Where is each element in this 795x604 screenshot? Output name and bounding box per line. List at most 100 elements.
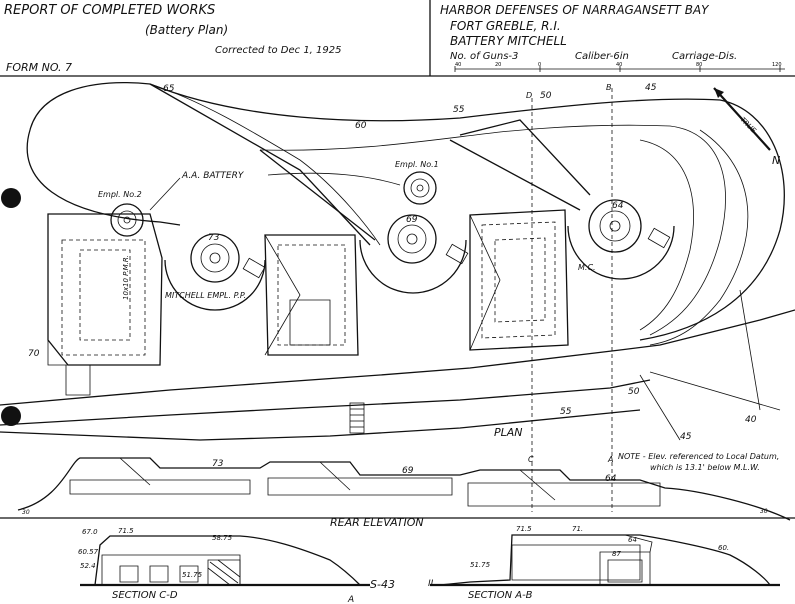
rear-road-outer [0, 309, 795, 406]
section-letter: C [528, 455, 534, 464]
number-of-guns: No. of Guns-3 [450, 51, 518, 62]
leader-line [149, 177, 181, 211]
traverse-ramp [149, 83, 371, 246]
contour-label: 50 [628, 387, 640, 397]
section-ab-pit-inner [607, 559, 643, 583]
aa-battery-label: A.A. BATTERY [181, 171, 245, 181]
contour-east [649, 129, 749, 346]
section-cd-hatch [207, 559, 241, 586]
section-cd-elevation: 71.5 [118, 527, 134, 535]
contour-label: 40 [745, 415, 757, 425]
section-cd-chamber [101, 554, 241, 586]
contour-label: 70 [28, 349, 40, 359]
corrected-date: Corrected to Dec 1, 1925 [215, 45, 342, 56]
magazine-block-west: 10x10 P.M.R. [47, 213, 163, 396]
rear-elevation: 73 69 64 30 30 REAR ELEVATION [17, 457, 791, 529]
rear-elevation-profile [17, 457, 791, 521]
contour-label: 55 [560, 407, 572, 417]
road-edge [639, 374, 681, 441]
section-cd-elevation: 67.0 [82, 528, 98, 536]
elevation-edge-label: 30 [760, 508, 768, 515]
traverse-ramp [449, 139, 581, 211]
gun-elevation-label: 73 [208, 233, 220, 243]
datum-note-line1: NOTE - Elev. referenced to Local Datum, [618, 452, 779, 461]
elevation-edge-label: 30 [22, 509, 30, 516]
plan-type: (Battery Plan) [145, 23, 228, 37]
stair [349, 402, 365, 434]
sheet-number: S-43 [370, 578, 395, 591]
section-ab-elevation: 71. [572, 525, 583, 533]
section-lines: D B C A [526, 83, 613, 464]
plan-title: PLAN [494, 426, 523, 439]
section-cd-elevation: 51.75 [182, 571, 203, 579]
binder-hole [1, 188, 21, 208]
carriage: Carriage-Dis. [672, 51, 737, 62]
section-cd-profile [94, 535, 361, 586]
scale-tick: 40 [455, 62, 461, 68]
section-cd: 67.0 71.5 60.57 52.4 58.75 51.75 SECTION… [78, 527, 370, 601]
section-cd-elevation: 58.75 [212, 534, 233, 542]
site-boundary [26, 82, 181, 226]
section-cd-elevation: 52.4 [80, 562, 96, 570]
fort-name: FORT GREBLE, R.I. [450, 19, 561, 33]
gun-emplacement-69: 69 [359, 214, 469, 294]
elevation-wall [467, 482, 661, 507]
rear-elevation-title: REAR ELEVATION [330, 516, 424, 529]
mitchell-empl-label: MITCHELL EMPL. P.P. [165, 291, 246, 300]
section-cd-elevation: 60.57 [78, 548, 99, 556]
empl-no2-label: Empl. No.2 [98, 190, 142, 199]
mc-label: M.C. [578, 263, 596, 272]
elevation-label: 73 [212, 459, 224, 469]
aa-emplacement-2 [110, 203, 144, 237]
aa-emplacement-1 [403, 171, 437, 205]
elevation-stair [519, 469, 556, 501]
north-arrow: TRUE N [713, 87, 780, 167]
magazine-dimension-label: 10x10 P.M.R. [122, 255, 130, 300]
north-label: N [772, 154, 780, 167]
scale-tick: 80 [696, 62, 702, 68]
datum-note-line2: which is 13.1' below M.L.W. [650, 463, 760, 472]
rear-road-inner [0, 379, 651, 426]
battery-name: BATTERY MITCHELL [450, 34, 567, 48]
contour-label: 65 [163, 84, 175, 94]
empl-no1-label: Empl. No.1 [395, 160, 439, 169]
report-title: REPORT OF COMPLETED WORKS [4, 3, 215, 18]
gun-emplacement-64: 64 [567, 199, 675, 280]
section-cd-room [149, 565, 169, 583]
magazine-block-east: M.C. [469, 209, 596, 351]
elevation-wall [69, 479, 251, 495]
scale-tick: 20 [495, 62, 501, 68]
section-ab-elevation: 71.5 [516, 525, 532, 533]
rear-road-lower [0, 409, 641, 441]
traverse-ramp [259, 149, 376, 241]
section-letter: A [607, 455, 613, 464]
scale-tick: 120 [772, 62, 782, 68]
section-ab-chamber [511, 544, 641, 581]
harbor-title: HARBOR DEFENSES OF NARRAGANSETT BAY [440, 3, 710, 17]
contour-label: 60 [355, 121, 367, 131]
title-block: REPORT OF COMPLETED WORKS (Battery Plan)… [4, 3, 785, 74]
contour-label: 55 [453, 105, 465, 115]
magazine-block-centre [264, 234, 359, 356]
section-letter-bottom: A [347, 595, 354, 604]
contour-inner [639, 139, 694, 331]
section-cd-title: SECTION C-D [112, 590, 178, 601]
elevation-label: 69 [402, 466, 414, 476]
section-ab-elevation: 87 [612, 550, 621, 558]
caliber: Caliber-6in [575, 51, 629, 62]
elevation-label: 64 [605, 474, 617, 484]
contour-65 [149, 83, 381, 246]
sheet-tick: II [428, 579, 434, 589]
binder-hole [1, 406, 21, 426]
elevation-stair [319, 461, 351, 491]
road-edge [739, 289, 761, 411]
parapet-inner [259, 124, 726, 336]
gun-elevation-label: 69 [406, 215, 418, 225]
parapet-crest [149, 83, 785, 341]
gun-elevation-label: 64 [612, 201, 624, 211]
road-edge [649, 371, 781, 411]
section-ab-elevation: 64 [628, 536, 637, 544]
section-ab: 71.5 71. 64 51.75 87 60. SECTION A-B [430, 525, 780, 601]
plan-view: TRUE N 65 60 55 50 45 70 55 50 45 40 A.A… [0, 82, 795, 472]
